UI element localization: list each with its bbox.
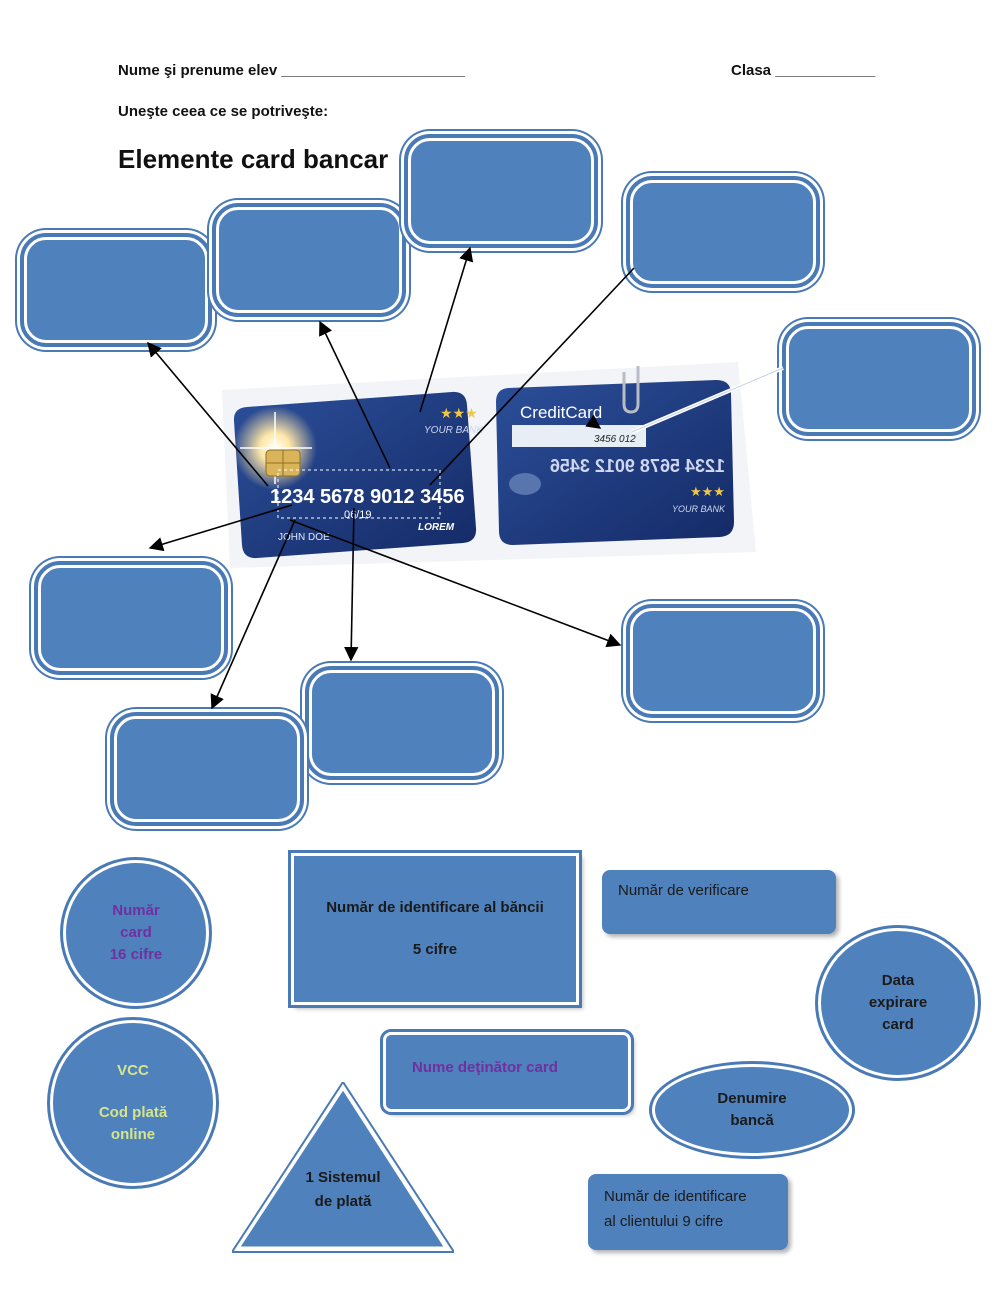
stars-icon: ★★★: [440, 405, 478, 421]
answer-bank-name-line-2: bancă: [730, 1112, 774, 1129]
answer-expiry[interactable]: Data expirare card: [818, 928, 978, 1078]
class-line: Clasa ____________: [731, 62, 876, 79]
answer-expiry-line-2: expirare: [868, 994, 928, 1011]
front-card-number: 1234 5678 9012 3456: [270, 486, 465, 508]
signature-strip: [512, 425, 646, 447]
answer-box-8[interactable]: [305, 666, 499, 780]
answer-box-4[interactable]: [626, 176, 820, 288]
back-cvv: 3456 012: [594, 434, 636, 445]
answer-bank-id-line-1: Număr de identificare al băncii: [326, 899, 544, 916]
globe-icon: [509, 473, 541, 495]
answer-box-5[interactable]: [782, 322, 976, 436]
answer-vcc[interactable]: VCC Cod plată online: [50, 1020, 216, 1186]
answer-bank-id-line-2: 5 cifre: [412, 941, 458, 958]
answer-client-id[interactable]: Număr de identificare al clientului 9 ci…: [588, 1174, 788, 1250]
answer-box-3[interactable]: [404, 134, 598, 248]
instruction: Uneşte ceea ce se potriveşte:: [118, 103, 329, 120]
paperclip-icon: [622, 366, 640, 414]
answer-verification[interactable]: Număr de verificare: [602, 870, 836, 934]
answer-client-id-line-2: al clientului 9 cifre: [604, 1213, 724, 1230]
back-card-title: CreditCard: [520, 403, 602, 422]
answer-vcc-line-3: online: [110, 1126, 156, 1143]
answer-client-id-line-1: Număr de identificare: [604, 1188, 747, 1205]
front-expiry: 06/19: [344, 509, 372, 521]
answer-payment-system-shape[interactable]: [232, 1082, 454, 1254]
answer-box-1[interactable]: [20, 233, 212, 347]
answer-bank-name[interactable]: Denumire bancă: [652, 1064, 852, 1156]
answer-card-number-line-3: 16 cifre: [109, 946, 163, 963]
answer-holder[interactable]: Nume deţinător card: [383, 1032, 631, 1112]
card-back: CreditCard 3456 012 1234 5678 9012 3456 …: [496, 366, 784, 545]
answer-expiry-line-3: card: [882, 1016, 914, 1033]
answer-verification-label: Număr de verificare: [618, 882, 749, 899]
card-front: YOUR BANK ★★★ 1234 5678 9012 3456 06/19 …: [233, 391, 484, 559]
answer-box-2[interactable]: [212, 203, 406, 317]
answer-bank-id[interactable]: Număr de identificare al băncii 5 cifre: [291, 853, 579, 1005]
answer-vcc-line-2: Cod plată: [98, 1104, 168, 1121]
answer-payment-system-line-2: de plată: [314, 1193, 372, 1210]
front-bank-name: YOUR BANK: [424, 425, 484, 436]
answer-bank-name-line-1: Denumire: [717, 1090, 787, 1107]
back-bank-name: YOUR BANK: [672, 504, 726, 514]
answer-box-6[interactable]: [34, 561, 228, 675]
answer-box-7[interactable]: [626, 604, 820, 718]
answer-holder-label: Nume deţinător card: [412, 1059, 558, 1076]
front-brand: LOREM: [418, 522, 455, 533]
answer-vcc-line-1: VCC: [117, 1062, 149, 1079]
back-stars-icon: ★★★: [690, 484, 725, 499]
answer-expiry-line-1: Data: [881, 972, 915, 989]
page-title: Elemente card bancar: [118, 144, 389, 174]
answer-payment-system-line-1: 1 Sistemul: [305, 1169, 381, 1186]
answer-card-number[interactable]: Număr card 16 cifre: [63, 860, 209, 1006]
student-name-line: Nume şi prenume elev ___________________…: [118, 62, 465, 79]
answer-card-number-line-2: card: [120, 924, 152, 941]
answer-box-9[interactable]: [110, 712, 304, 826]
connector-arrows: [147, 246, 635, 710]
credit-card-diagram: YOUR BANK ★★★ 1234 5678 9012 3456 06/19 …: [147, 246, 784, 710]
answer-card-number-line-1: Număr: [112, 902, 160, 919]
front-holder-name: JOHN DOE: [278, 532, 330, 543]
back-card-number-mirrored: 1234 5678 9012 3456: [550, 456, 725, 476]
answer-payment-system: 1 Sistemul de plată: [280, 1166, 406, 1214]
